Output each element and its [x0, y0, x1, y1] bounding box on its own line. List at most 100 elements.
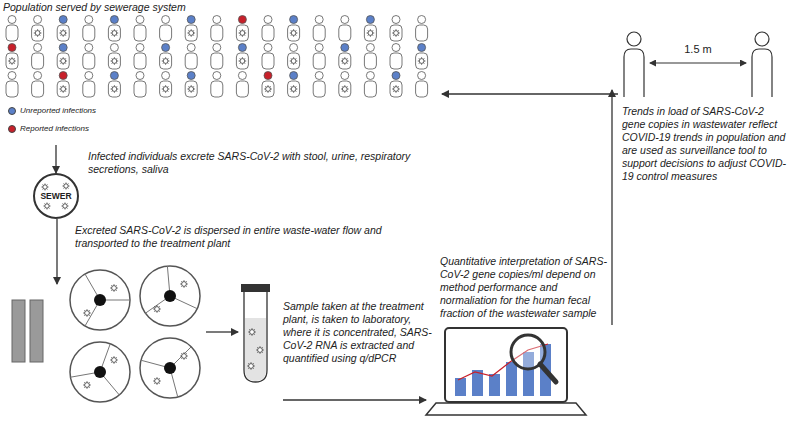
person-body: [211, 53, 223, 69]
virus-icon: [187, 85, 195, 93]
flow-arrow: [206, 331, 238, 332]
person-icon: [339, 44, 351, 70]
virus-body: [394, 31, 399, 36]
person-icon: [108, 16, 120, 42]
person-body: [390, 25, 402, 41]
person-head: [187, 16, 195, 24]
virus-icon: [111, 29, 119, 37]
person-body: [83, 53, 95, 69]
virus-icon: [111, 85, 119, 93]
person-body: [211, 25, 223, 41]
virus-body: [368, 31, 373, 36]
tube-cap: [241, 284, 270, 292]
person-body: [6, 81, 18, 97]
person-body: [6, 53, 18, 69]
virus-icon: [418, 57, 426, 65]
person-head: [59, 72, 67, 80]
virus-icon: [180, 352, 188, 360]
person-body: [624, 49, 644, 97]
person-head: [238, 16, 246, 24]
person-head: [8, 16, 16, 24]
person-outline: [624, 32, 644, 97]
person-icon: [390, 72, 402, 98]
person-head: [110, 72, 118, 80]
person-body: [339, 25, 351, 41]
virus-icon: [59, 57, 67, 65]
person-icon: [160, 16, 172, 42]
virus-body: [35, 31, 40, 36]
person-head: [755, 32, 769, 46]
virus-icon: [162, 85, 170, 93]
person-head: [59, 16, 67, 24]
clarifier-hub: [94, 294, 106, 306]
clarifier-hub: [164, 362, 176, 374]
person-head: [85, 72, 93, 80]
person-icon: [313, 44, 325, 70]
person-icon: [83, 16, 95, 42]
person-icon: [236, 16, 248, 42]
virus-body: [43, 185, 47, 189]
virus-icon: [248, 328, 256, 336]
distance-label: 1.5 m: [682, 43, 714, 55]
person-head: [341, 44, 349, 52]
person-outline: [752, 32, 772, 97]
person-icon: [313, 72, 325, 98]
person-icon: [185, 72, 197, 98]
virus-icon: [153, 377, 161, 385]
person-head: [238, 72, 246, 80]
legend-swatch: [8, 107, 16, 115]
virus-body: [189, 31, 194, 36]
virus-icon: [62, 182, 69, 189]
person-icon: [211, 44, 223, 70]
person-icon: [83, 72, 95, 98]
panel-heading: Population served by sewerage system: [0, 0, 442, 14]
person-body: [364, 53, 376, 69]
person-body: [83, 81, 95, 97]
virus-body: [182, 282, 187, 287]
person-body: [416, 53, 428, 69]
person-icon: [134, 44, 146, 70]
person-body: [390, 81, 402, 97]
person-body: [160, 53, 172, 69]
person-icon: [288, 16, 300, 42]
person-icon: [6, 44, 18, 70]
person-head: [315, 44, 323, 52]
person-icon: [160, 72, 172, 98]
person-head: [366, 44, 374, 52]
caption-text: Trends in load of SARS-CoV-2 gene copies…: [622, 105, 787, 183]
virus-body: [419, 59, 424, 64]
virus-icon: [341, 57, 349, 65]
virus-icon: [290, 85, 298, 93]
person-head: [59, 44, 67, 52]
virus-body: [249, 364, 254, 369]
person-body: [752, 49, 772, 97]
person-body: [134, 81, 146, 97]
virus-body: [394, 87, 399, 92]
person-icon: [32, 72, 44, 98]
virus-icons: [247, 328, 264, 370]
person-icon: [236, 72, 248, 98]
person-icon: [416, 16, 428, 42]
person-body: [211, 81, 223, 97]
person-icon: [57, 16, 69, 42]
person-body: [6, 25, 18, 41]
virus-icon: [59, 29, 67, 37]
person-head: [162, 44, 170, 52]
distance-arrow: [650, 62, 746, 63]
legend-row: Unreported infections: [8, 106, 96, 116]
person-body: [32, 53, 44, 69]
person-head: [341, 72, 349, 80]
person-head: [418, 16, 426, 24]
person-icon: [6, 72, 18, 98]
flow-arrow: [56, 219, 57, 284]
legend-text: Unreported infections: [20, 106, 96, 116]
person-body: [364, 25, 376, 41]
person-head: [162, 16, 170, 24]
person-icon: [390, 44, 402, 70]
person-head: [290, 72, 298, 80]
person-body: [236, 81, 248, 97]
person-icon: [364, 44, 376, 70]
virus-icon: [180, 280, 188, 288]
person-icon: [185, 44, 197, 70]
person-body: [390, 53, 402, 69]
